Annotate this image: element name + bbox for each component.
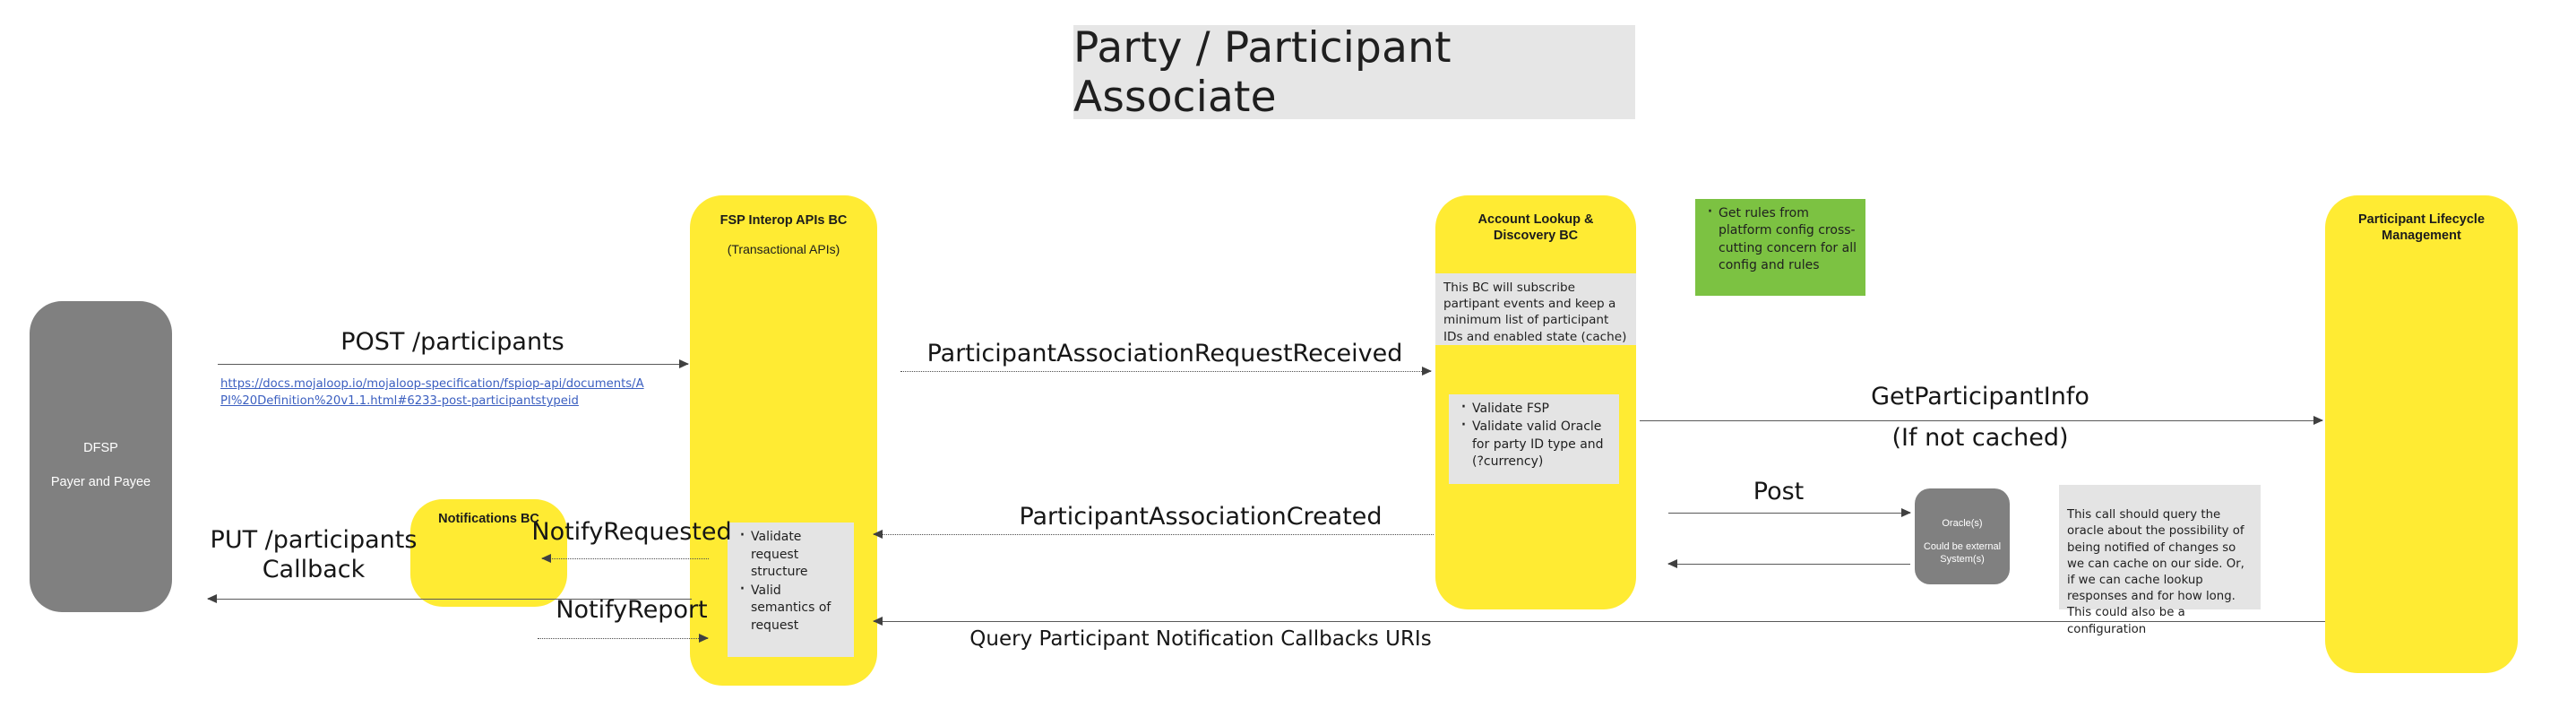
actor-dfsp[interactable]: DFSP Payer and Payee (30, 301, 172, 612)
note-green-platform-config: Get rules from platform config cross-cut… (1695, 199, 1865, 296)
actor-dfsp-role: Payer and Payee (50, 475, 151, 489)
label-post-oracle: Post (1753, 478, 1805, 505)
actor-fsp-interop-title: FSP Interop APIs BC (719, 213, 848, 228)
link-fspiop-post-participants[interactable]: https://docs.mojaloop.io/mojaloop-specif… (220, 377, 644, 409)
actor-fsp-interop-subtitle: (Transactional APIs) (727, 242, 840, 256)
label-participant-association-created: ParticipantAssociationCreated (1019, 503, 1383, 531)
arrow-head-left-icon (207, 594, 217, 603)
actor-oracles-subtitle: Could be external System(s) (1923, 541, 2002, 566)
arrow-line-dotted (874, 534, 1434, 535)
actor-notifications-title: Notifications BC (438, 512, 539, 526)
actor-oracles-name: Oracle(s) (1942, 518, 1983, 529)
diagram-title-box: Party / Participant Associate (1073, 22, 1635, 122)
arrow-head-right-icon (699, 634, 709, 643)
label-participant-association-request-received: ParticipantAssociationRequestReceived (926, 340, 1403, 367)
note-account-lookup-cache: This BC will subscribe partipant events … (1435, 273, 1636, 345)
note-oracle-cache-text: This call should query the oracle about … (2067, 508, 2244, 636)
arrow-line (874, 621, 2325, 622)
arrow-head-right-icon (2313, 416, 2323, 425)
arrow-line (208, 599, 692, 600)
arrow-head-left-icon (541, 554, 551, 563)
arrow-line (1668, 513, 1910, 514)
label-put-participants-callback-line1: PUT /participants (210, 526, 418, 554)
note-account-lookup-cache-text: This BC will subscribe partipant events … (1443, 281, 1627, 344)
note-validate-fsp-item: Validate FSP (1457, 398, 1611, 418)
arrow-line-dotted (542, 558, 709, 559)
actor-oracles[interactable]: Oracle(s) Could be external System(s) (1915, 488, 2010, 584)
arrow-head-right-icon (1422, 367, 1432, 376)
arrow-head-left-icon (1667, 559, 1677, 568)
note-green-item: Get rules from platform config cross-cut… (1703, 203, 1857, 274)
label-notify-requested: NotifyRequested (531, 518, 732, 546)
label-notify-report: NotifyReport (556, 596, 708, 624)
note-validate-fsp: Validate FSP Validate valid Oracle for p… (1449, 394, 1619, 484)
arrow-head-left-icon (873, 530, 883, 539)
actor-participant-lifecycle-title: Participant Lifecycle Management (2357, 212, 2486, 244)
arrow-line (1668, 564, 1910, 565)
arrow-head-right-icon (1901, 508, 1911, 517)
arrow-line (218, 364, 688, 365)
arrow-line-dotted (900, 371, 1431, 372)
actor-account-lookup-title: Account Lookup & Discovery BC (1478, 212, 1594, 244)
arrow-line-dotted (538, 638, 708, 639)
note-oracle-cache: This call should query the oracle about … (2059, 485, 2261, 636)
actor-participant-lifecycle-management[interactable]: Participant Lifecycle Management (2325, 195, 2518, 673)
label-query-participant-notification-callbacks: Query Participant Notification Callbacks… (969, 627, 1432, 651)
note-validate-oracle-item: Validate valid Oracle for party ID type … (1457, 416, 1611, 471)
arrow-head-left-icon (873, 617, 883, 626)
note-validate-request: Validate request structure Valid semanti… (728, 523, 854, 657)
note-valid-semantics-item: Valid semantics of request (736, 580, 846, 635)
label-put-participants-callback-line2: Callback (262, 556, 366, 583)
page-title: Party / Participant Associate (1073, 22, 1452, 122)
note-validate-request-structure-item: Validate request structure (736, 526, 846, 582)
label-get-participant-info-sub: (If not cached) (1891, 424, 2069, 452)
arrow-head-right-icon (679, 359, 689, 368)
actor-notifications-bc[interactable]: Notifications BC (410, 499, 567, 607)
actor-dfsp-name: DFSP (83, 441, 118, 455)
label-get-participant-info: GetParticipantInfo (1871, 383, 2089, 410)
arrow-line (1640, 420, 2322, 421)
label-post-participants: POST /participants (340, 328, 564, 356)
